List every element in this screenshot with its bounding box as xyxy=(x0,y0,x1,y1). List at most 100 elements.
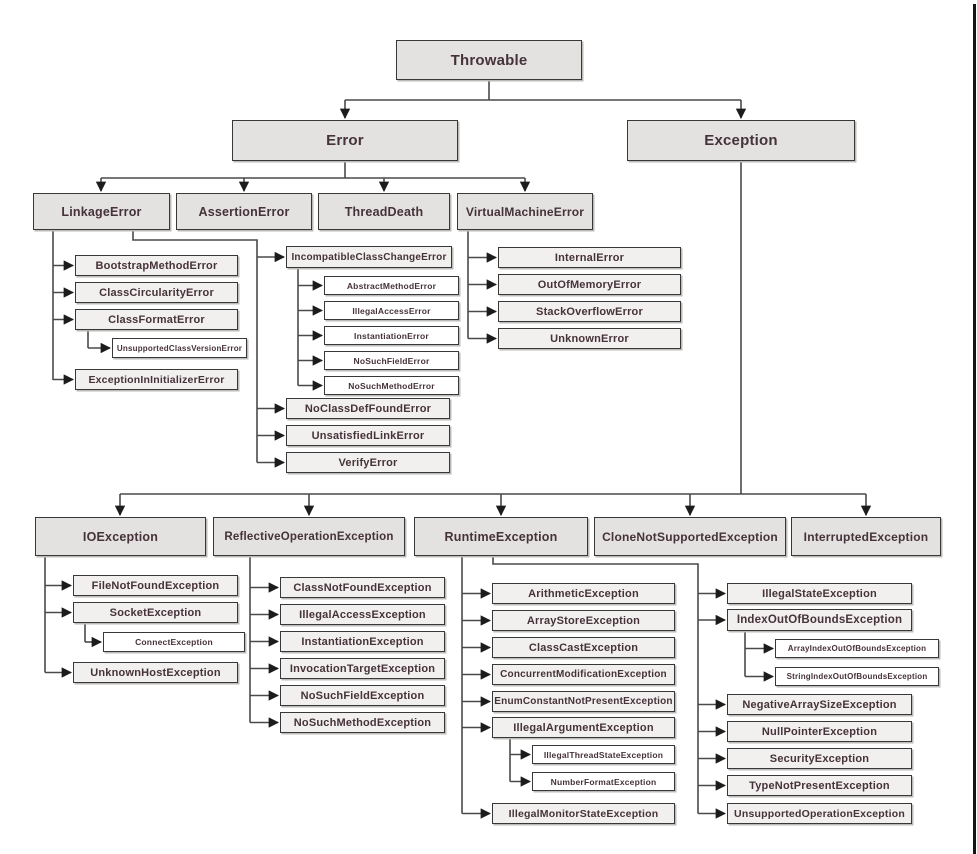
node-class-format-error: ClassFormatError xyxy=(75,309,238,330)
node-connect-exception: ConnectException xyxy=(103,632,245,652)
class-label: LinkageError xyxy=(61,204,142,219)
class-label: NegativeArraySizeException xyxy=(742,698,897,711)
class-label: SocketException xyxy=(109,606,202,619)
edge-line xyxy=(132,230,258,463)
node-unknown-error: UnknownError xyxy=(498,328,681,349)
node-no-class-def-found-error: NoClassDefFoundError xyxy=(286,398,450,419)
node-assertion-error: AssertionError xyxy=(176,193,312,230)
class-label: IllegalThreadStateException xyxy=(543,749,664,760)
node-concurrent-modification-exception: ConcurrentModificationException xyxy=(492,664,675,685)
node-exception: Exception xyxy=(627,120,855,161)
node-type-not-present-exception: TypeNotPresentException xyxy=(727,775,912,796)
node-security-exception: SecurityException xyxy=(727,748,912,769)
class-label: IllegalMonitorStateException xyxy=(508,807,659,820)
class-label: UnknownHostException xyxy=(90,666,221,679)
node-index-out-of-bounds-exception: IndexOutOfBoundsException xyxy=(727,609,912,631)
class-label: StringIndexOutOfBoundsException xyxy=(786,672,928,681)
node-io-exception: IOException xyxy=(35,517,206,556)
class-label: ClassCastException xyxy=(528,641,639,654)
class-label: Exception xyxy=(704,132,778,149)
node-class-cast-exception: ClassCastException xyxy=(492,637,675,658)
node-illegal-access-error: IllegalAccessError xyxy=(324,301,459,320)
class-label: ClassNotFoundException xyxy=(293,581,432,594)
node-interrupted-exception: InterruptedException xyxy=(791,517,941,556)
class-label: NumberFormatException xyxy=(550,776,657,787)
class-label: FileNotFoundException xyxy=(91,579,220,592)
class-label: NoSuchFieldError xyxy=(353,355,430,366)
node-no-such-method-exception: NoSuchMethodException xyxy=(280,712,445,733)
class-label: ThreadDeath xyxy=(344,204,424,219)
node-instantiation-error: InstantiationError xyxy=(324,326,459,345)
class-label: NoSuchMethodException xyxy=(293,716,432,729)
class-label: IllegalStateException xyxy=(762,587,877,600)
class-label: UnsupportedClassVersionError xyxy=(116,343,243,353)
class-label: NoClassDefFoundError xyxy=(304,402,432,415)
node-illegal-argument-exception: IllegalArgumentException xyxy=(492,717,675,738)
node-unknown-host-exception: UnknownHostException xyxy=(73,662,238,683)
class-label: RuntimeException xyxy=(444,529,558,544)
class-label: VerifyError xyxy=(338,456,398,469)
class-label: ArrayStoreException xyxy=(526,614,641,627)
node-no-such-method-error: NoSuchMethodError xyxy=(324,376,459,395)
class-label: ConcurrentModificationException xyxy=(500,669,667,680)
node-stack-overflow-error: StackOverflowError xyxy=(498,301,681,322)
node-class-not-found-exception: ClassNotFoundException xyxy=(280,577,445,598)
node-unsupported-operation-exception: UnsupportedOperationException xyxy=(727,803,912,824)
class-label: ClassFormatError xyxy=(108,313,205,326)
node-abstract-method-error: AbstractMethodError xyxy=(324,276,459,295)
node-enum-constant-not-present-exception: EnumConstantNotPresentException xyxy=(492,691,675,712)
class-label: BootstrapMethodError xyxy=(95,259,218,272)
class-label: NoSuchMethodError xyxy=(348,380,435,391)
node-throwable: Throwable xyxy=(396,40,582,80)
node-bootstrap-method-error: BootstrapMethodError xyxy=(75,255,238,276)
class-label: ClassCircularityError xyxy=(99,286,214,299)
class-label: IllegalAccessError xyxy=(352,305,431,316)
right-border-line xyxy=(973,4,976,854)
node-number-format-exception: NumberFormatException xyxy=(532,772,675,791)
edge-line xyxy=(492,556,699,814)
class-label: InstantiationException xyxy=(301,635,424,648)
node-illegal-state-exception: IllegalStateException xyxy=(727,583,912,604)
node-runtime-exception: RuntimeException xyxy=(414,517,588,556)
class-label: NullPointerException xyxy=(761,725,878,738)
class-label: VirtualMachineError xyxy=(465,204,585,219)
class-label: TypeNotPresentException xyxy=(749,779,890,792)
node-arithmetic-exception: ArithmeticException xyxy=(492,583,675,604)
class-label: InternalError xyxy=(554,251,625,264)
class-label: EnumConstantNotPresentException xyxy=(494,696,673,707)
class-label: IndexOutOfBoundsException xyxy=(736,614,903,626)
class-label: InterruptedException xyxy=(803,529,929,544)
class-label: UnsatisfiedLinkError xyxy=(311,429,425,442)
node-illegal-thread-state-exception: IllegalThreadStateException xyxy=(532,745,675,764)
class-label: IllegalArgumentException xyxy=(513,721,654,734)
node-incompatible-class-change-error: IncompatibleClassChangeError xyxy=(286,246,452,268)
class-label: UnsupportedOperationException xyxy=(734,807,905,820)
node-unsupported-class-version-error: UnsupportedClassVersionError xyxy=(112,338,247,358)
class-label: Throwable xyxy=(450,51,528,69)
node-linkage-error: LinkageError xyxy=(33,193,170,230)
node-class-circularity-error: ClassCircularityError xyxy=(75,282,238,303)
class-label: UnknownError xyxy=(550,332,629,345)
class-label: Error xyxy=(326,132,364,149)
class-label: AbstractMethodError xyxy=(346,280,437,291)
node-no-such-field-exception: NoSuchFieldException xyxy=(280,685,445,706)
class-label: AssertionError xyxy=(198,204,290,219)
node-out-of-memory-error: OutOfMemoryError xyxy=(498,274,681,295)
node-string-index-out-of-bounds-exception: StringIndexOutOfBoundsException xyxy=(775,667,939,686)
class-label: SecurityException xyxy=(769,752,870,765)
class-label: InvocationTargetException xyxy=(289,662,436,675)
node-verify-error: VerifyError xyxy=(286,452,450,473)
node-array-index-out-of-bounds-exception: ArrayIndexOutOfBoundsException xyxy=(775,639,939,658)
node-instantiation-exception: InstantiationException xyxy=(280,631,445,652)
node-virtual-machine-error: VirtualMachineError xyxy=(457,193,593,230)
class-label: InstantiationError xyxy=(354,330,429,341)
node-error: Error xyxy=(232,120,458,161)
node-illegal-access-exception: IllegalAccessException xyxy=(280,604,445,625)
class-label: OutOfMemoryError xyxy=(537,278,642,291)
node-unsatisfied-link-error: UnsatisfiedLinkError xyxy=(286,425,450,446)
class-label: ArrayIndexOutOfBoundsException xyxy=(787,644,927,653)
node-invocation-target-exception: InvocationTargetException xyxy=(280,658,445,679)
node-socket-exception: SocketException xyxy=(73,602,238,623)
node-illegal-monitor-state-exception: IllegalMonitorStateException xyxy=(492,803,675,824)
